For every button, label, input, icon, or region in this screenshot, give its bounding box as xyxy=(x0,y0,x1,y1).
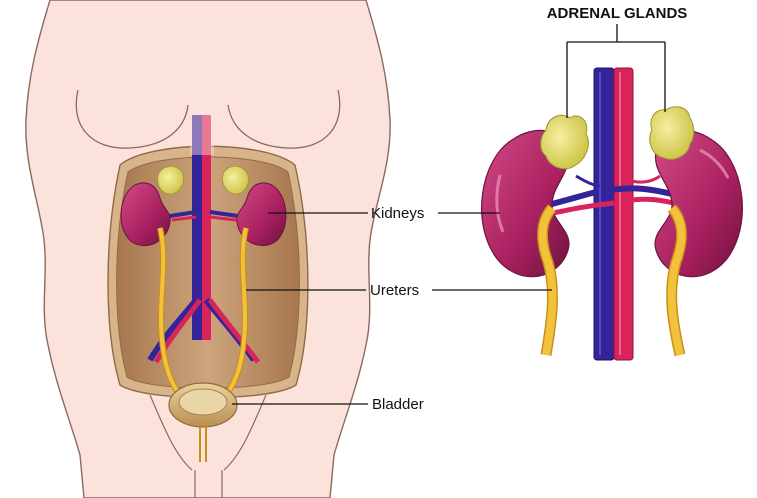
trunk-fade xyxy=(190,115,214,155)
body-figure xyxy=(25,0,391,498)
aorta xyxy=(613,67,634,361)
ureters-label: Ureters xyxy=(370,282,419,299)
small-adrenal-left xyxy=(157,165,184,195)
leg-gap xyxy=(194,470,223,498)
adrenal-glands-label: ADRENAL GLANDS xyxy=(547,5,688,22)
urethra xyxy=(199,425,207,462)
vena-cava-trunk xyxy=(192,115,202,340)
kidney-closeup xyxy=(481,67,743,361)
aorta-trunk xyxy=(202,115,211,340)
adrenal-bracket xyxy=(566,24,666,118)
adrenal-gland-right xyxy=(649,106,695,160)
kidneys-label: Kidneys xyxy=(371,205,424,222)
bladder-label: Bladder xyxy=(372,396,424,413)
renal-artery-right xyxy=(631,196,675,206)
renal-vein-left xyxy=(547,189,597,208)
small-kidney-right xyxy=(236,182,287,247)
vena-cava xyxy=(593,67,615,361)
small-adrenal-right xyxy=(222,165,249,195)
groin-line-right xyxy=(223,394,267,471)
breast-right xyxy=(227,89,341,149)
breast-left xyxy=(75,89,189,149)
adrenal-gland-left xyxy=(540,114,589,170)
renal-vein-right xyxy=(611,185,673,197)
groin-line-left xyxy=(149,394,193,471)
